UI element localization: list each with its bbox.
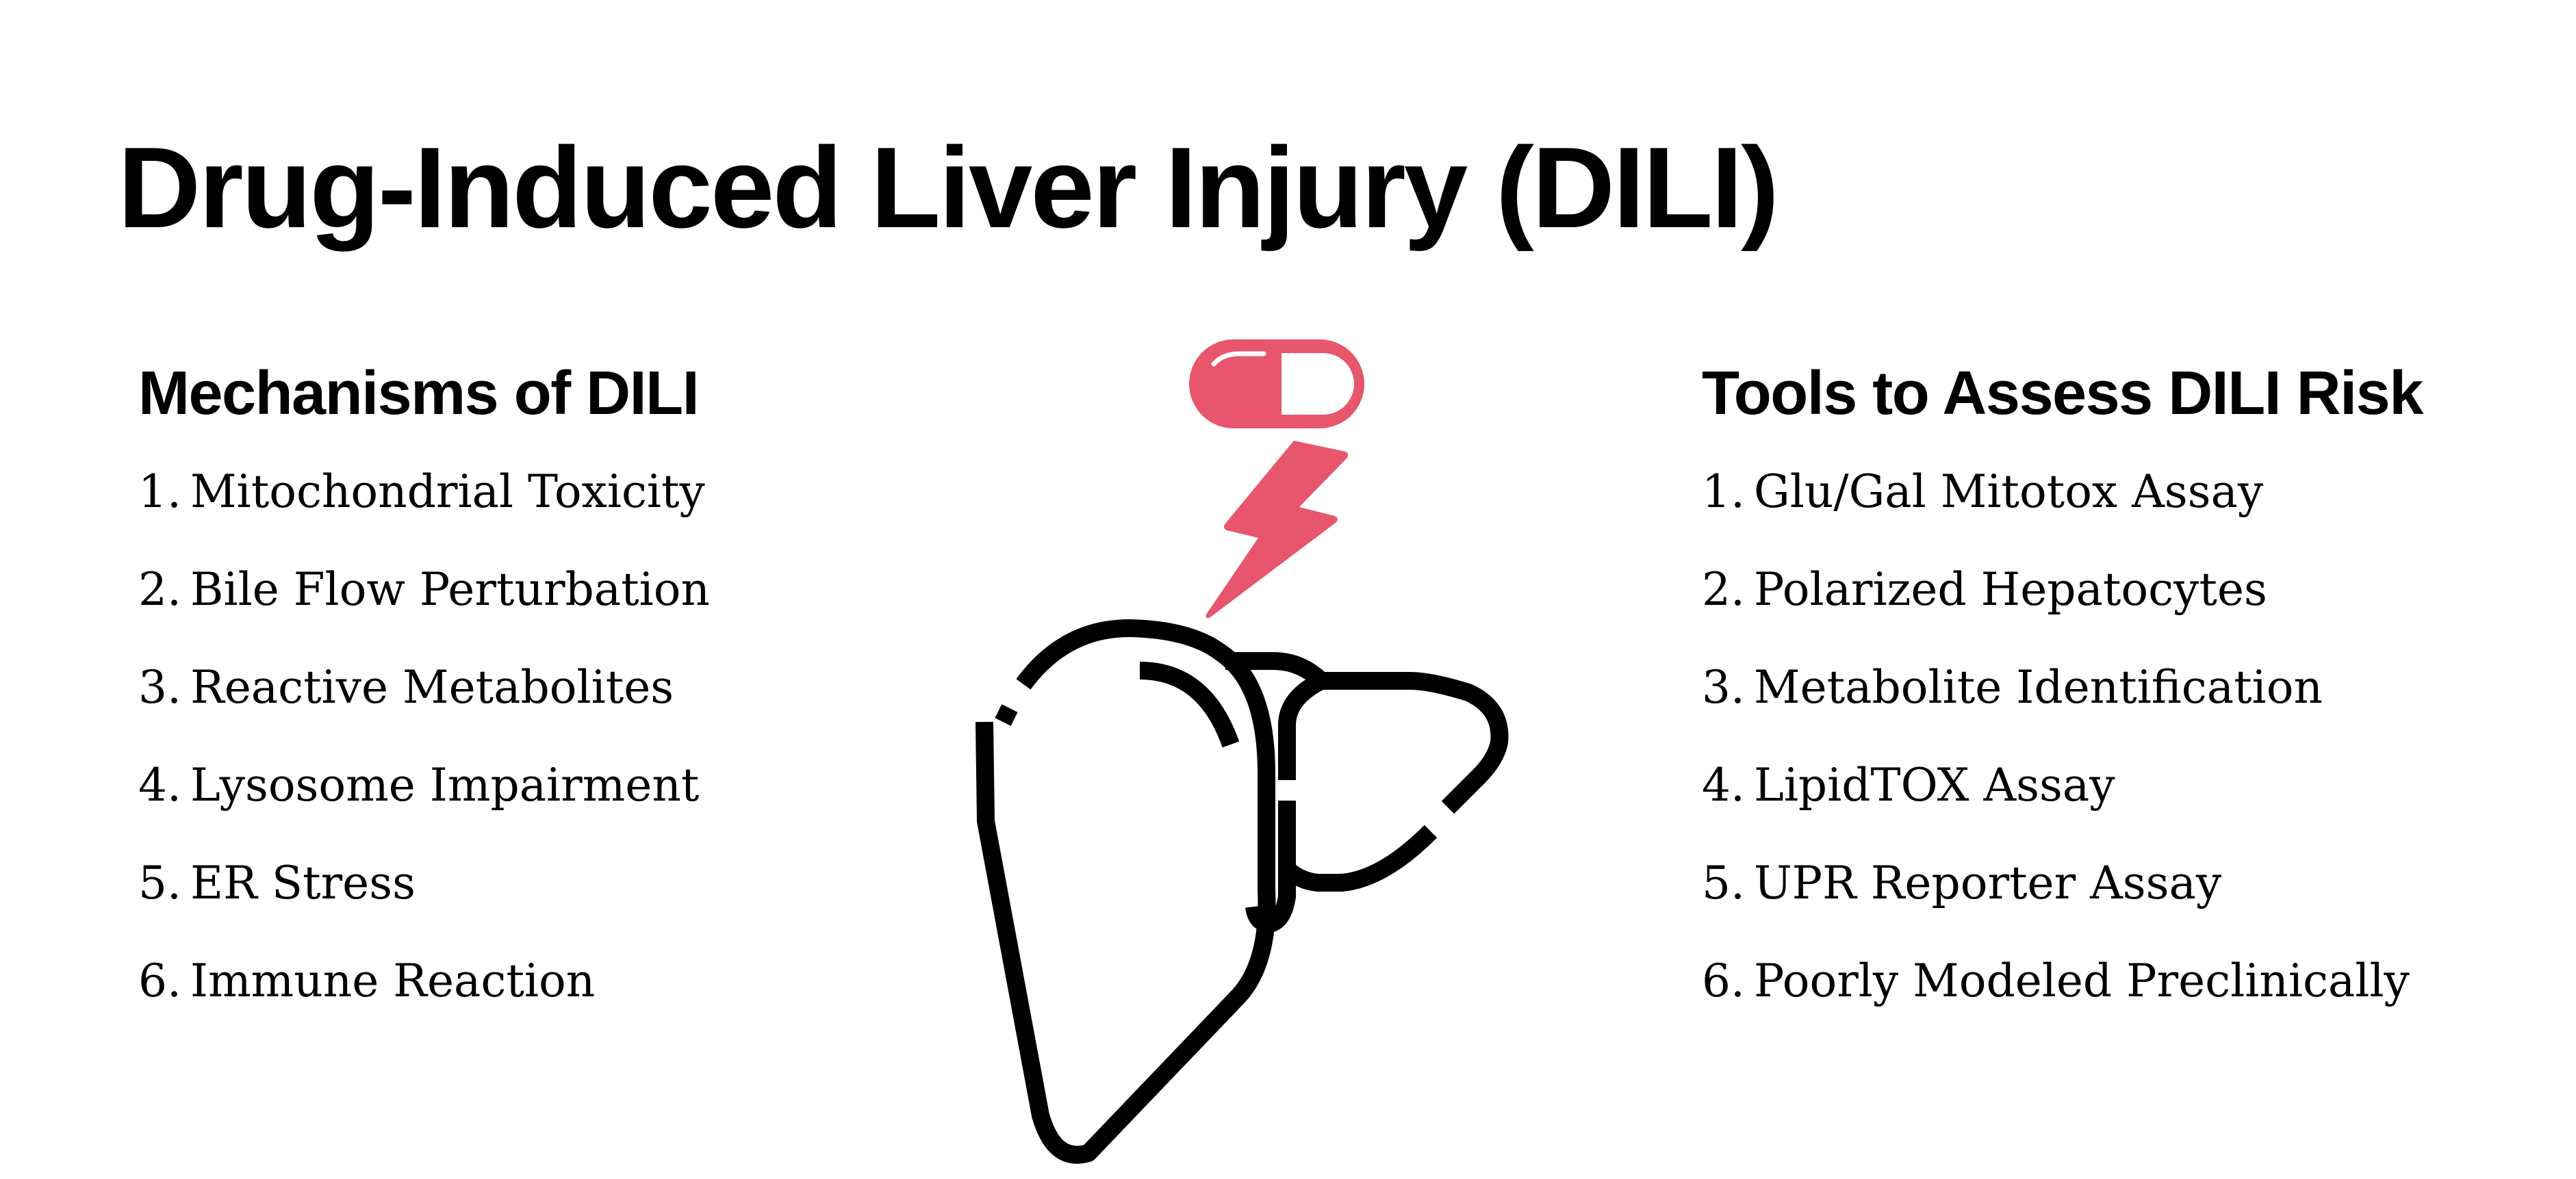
lightning-bolt-icon	[1206, 441, 1349, 619]
item-number: 6.	[1702, 955, 1745, 1007]
list-item: 5.UPR Reporter Assay	[1702, 861, 2423, 959]
item-number: 2.	[138, 563, 181, 616]
item-number: 3.	[1702, 661, 1745, 714]
list-item: 4.Lysosome Impairment	[138, 763, 710, 861]
list-item: 2.Polarized Hepatocytes	[1702, 567, 2423, 665]
item-number: 1.	[1702, 465, 1745, 518]
list-item: 6.Poorly Modeled Preclinically	[1702, 959, 2423, 1057]
item-label: Glu/Gal Mitotox Assay	[1754, 465, 2264, 518]
tools-section: Tools to Assess DILI Risk 1.Glu/Gal Mito…	[1702, 363, 2423, 1057]
item-label: LipidTOX Assay	[1754, 759, 2115, 812]
tools-heading: Tools to Assess DILI Risk	[1702, 359, 2423, 428]
item-number: 6.	[138, 955, 181, 1007]
list-item: 3.Reactive Metabolites	[138, 665, 710, 763]
item-number: 5.	[1702, 857, 1745, 909]
item-label: Poorly Modeled Preclinically	[1754, 955, 2410, 1007]
item-number: 2.	[1702, 563, 1745, 616]
item-number: 4.	[1702, 759, 1745, 812]
item-label: Bile Flow Perturbation	[190, 563, 710, 616]
list-item: 2.Bile Flow Perturbation	[138, 567, 710, 665]
list-item: 1.Glu/Gal Mitotox Assay	[1702, 469, 2423, 567]
item-label: Metabolite Identification	[1754, 661, 2323, 714]
page-title: Drug-Induced Liver Injury (DILI)	[118, 123, 1779, 252]
item-label: Immune Reaction	[190, 955, 596, 1007]
list-item: 6.Immune Reaction	[138, 959, 710, 1057]
pill-icon	[1189, 339, 1364, 428]
item-number: 4.	[138, 759, 181, 812]
list-item: 1.Mitochondrial Toxicity	[138, 469, 710, 567]
item-number: 3.	[138, 661, 181, 714]
item-label: UPR Reporter Assay	[1754, 857, 2222, 909]
item-number: 1.	[138, 465, 181, 518]
list-item: 5.ER Stress	[138, 861, 710, 959]
list-item: 4.LipidTOX Assay	[1702, 763, 2423, 861]
item-label: Mitochondrial Toxicity	[190, 465, 705, 518]
item-label: ER Stress	[190, 857, 416, 909]
liver-icon	[975, 619, 1509, 1164]
item-number: 5.	[138, 857, 181, 909]
item-label: Polarized Hepatocytes	[1754, 563, 2267, 616]
list-item: 3.Metabolite Identification	[1702, 665, 2423, 763]
tools-list: 1.Glu/Gal Mitotox Assay 2.Polarized Hepa…	[1702, 469, 2423, 1057]
mechanisms-section: Mechanisms of DILI 1.Mitochondrial Toxic…	[138, 363, 710, 1057]
item-label: Lysosome Impairment	[190, 759, 700, 812]
mechanisms-list: 1.Mitochondrial Toxicity 2.Bile Flow Per…	[138, 469, 710, 1057]
item-label: Reactive Metabolites	[190, 661, 674, 714]
mechanisms-heading: Mechanisms of DILI	[138, 359, 700, 428]
